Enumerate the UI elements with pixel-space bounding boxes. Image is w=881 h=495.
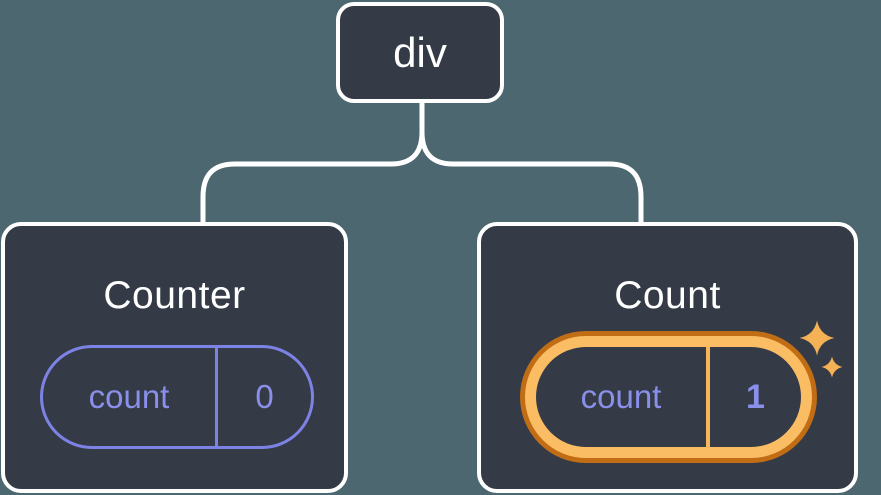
tree-root-node: div [336,2,504,103]
pill-divider [215,348,218,446]
state-value: 0 [255,378,274,415]
sparkle-small [821,356,843,378]
connector-left-branch [200,129,425,226]
sparkles-icon [799,320,843,378]
state-value: 1 [746,377,765,416]
component-title: Counter [103,274,246,317]
pill-divider [706,347,710,447]
component-card-count: Count count 1 [477,222,858,493]
state-highlight-ring-inner: count 1 [525,336,812,458]
component-title: Count [614,274,721,317]
state-pill: count 0 [40,345,314,449]
root-node-label: div [393,28,447,76]
connector-right-branch [419,129,644,226]
component-card-counter: Counter count 0 [1,222,348,493]
state-highlight-ring: count 1 [520,331,817,463]
state-key-label: count [580,378,662,415]
sparkle-large [799,320,835,356]
state-pill-highlighted: count 1 [536,347,801,447]
state-key-label: count [88,378,170,415]
